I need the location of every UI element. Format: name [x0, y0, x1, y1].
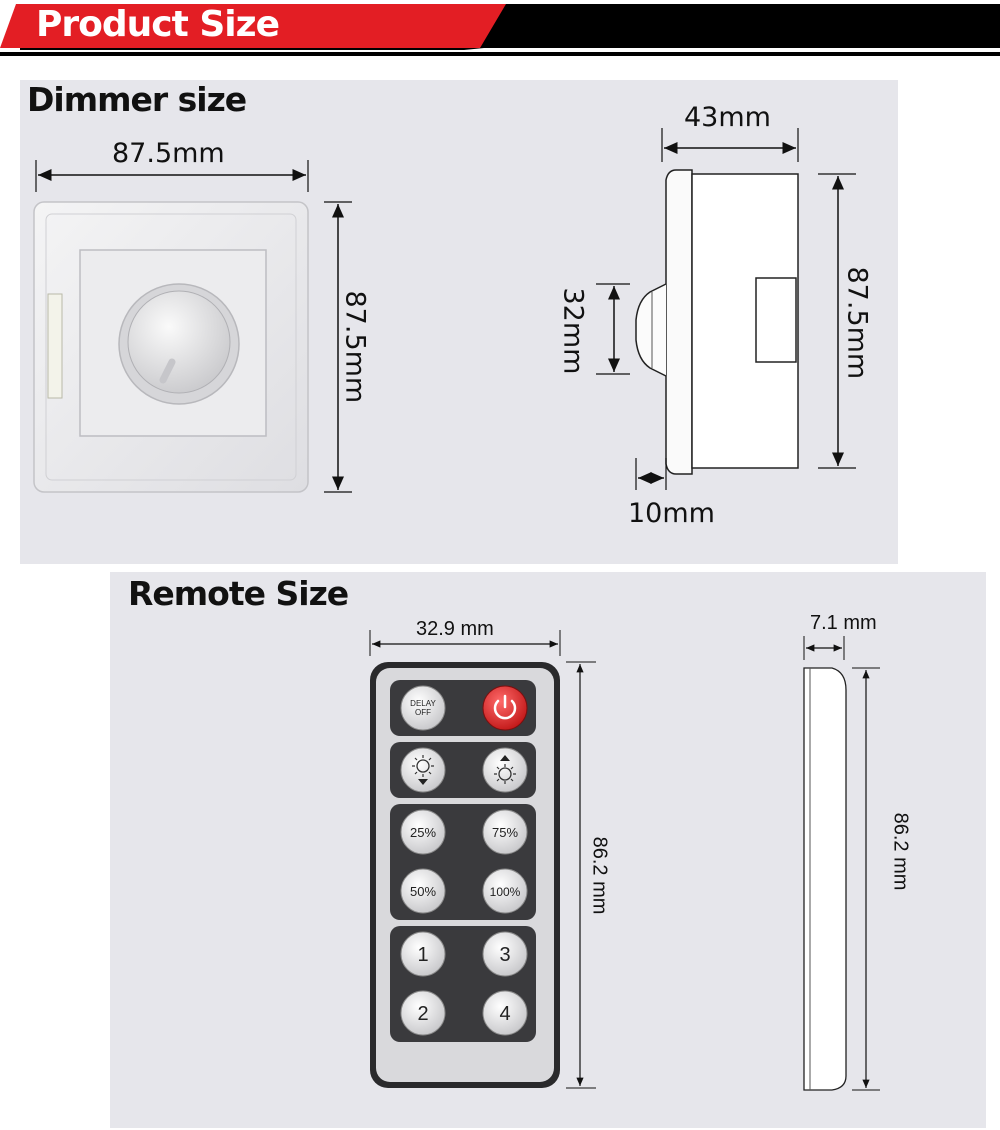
scene-3-button[interactable]	[482, 931, 528, 977]
remote-thickness-line	[803, 636, 845, 660]
preset-75-label: 75%	[492, 825, 518, 840]
remote-section-title: Remote Size	[128, 574, 349, 613]
power-button[interactable]	[482, 685, 528, 731]
scene-4-button[interactable]	[482, 990, 528, 1036]
dimmer-side-depth-label: 43mm	[684, 102, 771, 133]
dimmer-section-title: Dimmer size	[27, 80, 247, 119]
page-title: Product Size	[36, 4, 280, 45]
preset-100-button[interactable]	[482, 868, 528, 914]
dimmer-front-width-line	[35, 160, 309, 192]
dimmer-side-height-line	[818, 173, 856, 469]
remote-side-height-label: 86.2 mm	[889, 812, 912, 891]
scene-4-label: 4	[499, 1003, 510, 1025]
dimmer-front-view	[33, 201, 309, 493]
header-bar: Product Size	[0, 0, 1000, 62]
preset-50-button[interactable]	[400, 868, 446, 914]
remote-front-view	[370, 662, 560, 1088]
scene-2-button[interactable]	[400, 990, 446, 1036]
dimmer-front-height-line	[324, 201, 352, 493]
dimmer-side-depth-line	[661, 128, 799, 162]
delay-off-button[interactable]	[400, 685, 446, 731]
remote-side-height-line	[852, 667, 880, 1091]
remote-width-label: 32.9 mm	[416, 618, 494, 640]
brightness-down-icon	[412, 755, 434, 785]
scene-3-label: 3	[499, 944, 510, 966]
remote-height-label: 86.2 mm	[588, 836, 611, 915]
brightness-up-icon	[494, 755, 516, 784]
delay-off-label-line1: DELAY	[410, 699, 436, 708]
scene-1-label: 1	[417, 944, 428, 966]
remote-thickness-label: 7.1 mm	[810, 612, 877, 634]
delay-off-label-line2: OFF	[415, 708, 431, 717]
scene-1-button[interactable]	[400, 931, 446, 977]
power-icon	[493, 694, 517, 720]
brightness-up-button[interactable]	[482, 747, 528, 793]
remote-height-line	[566, 661, 596, 1089]
header-background	[0, 4, 1000, 56]
preset-100-label: 100%	[490, 885, 521, 899]
scene-2-label: 2	[417, 1003, 428, 1025]
preset-25-label: 25%	[410, 825, 436, 840]
preset-50-label: 50%	[410, 884, 436, 899]
remote-side-view	[803, 667, 847, 1091]
preset-25-button[interactable]	[400, 809, 446, 855]
preset-75-button[interactable]	[482, 809, 528, 855]
brightness-down-button[interactable]	[400, 747, 446, 793]
dimmer-side-view	[635, 169, 799, 475]
dimmer-knob-depth-line	[635, 458, 667, 490]
dimmer-knob-depth-label: 10mm	[628, 498, 715, 529]
remote-width-line	[369, 630, 561, 656]
dimmer-knob-height-line	[596, 283, 630, 375]
dimmer-front-width-label: 87.5mm	[112, 138, 225, 169]
